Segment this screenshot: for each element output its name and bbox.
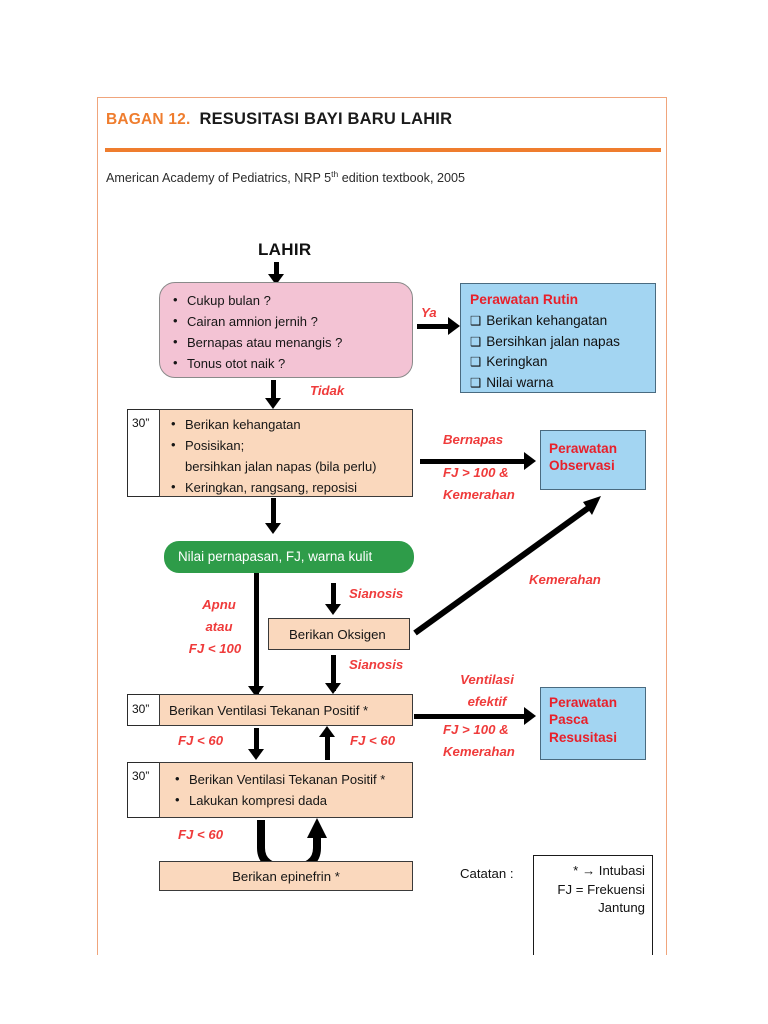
initial-steps-item: Keringkan, rangsang, reposisi	[170, 480, 412, 494]
initial-steps-item: bersihkan jalan napas (bila perlu)	[185, 459, 377, 474]
source-main: American Academy of Pediatrics, NRP 5	[106, 171, 332, 186]
epinephrine-label: Berikan epinefrin *	[232, 869, 340, 884]
observation-care-line: Perawatan	[549, 441, 618, 456]
annotation-hr-pink-c: FJ > 100 &	[443, 722, 509, 737]
evaluate-oval: Nilai pernapasan, FJ, warna kulit	[164, 541, 414, 573]
oxygen-label: Berikan Oksigen	[289, 627, 386, 642]
compression-time-cell: 30”	[127, 762, 160, 818]
arrowhead-apnea	[248, 686, 264, 697]
compression-item: Lakukan kompresi dada	[174, 793, 412, 807]
chart-number: BAGAN 12.	[106, 111, 191, 128]
arrow-compression-to-ppv-line	[325, 733, 330, 760]
annotation-effective-vent-2: efektif	[467, 694, 507, 709]
notes-box: * → Intubasi FJ = Frekuensi Jantung	[533, 855, 653, 955]
annotation-cyanosis-1: Sianosis	[349, 586, 404, 601]
source-citation: American Academy of Pediatrics, NRP 5th …	[106, 169, 465, 185]
annotation-apnea-2: atau	[205, 619, 233, 634]
chart-title: RESUSITASI BAYI BARU LAHIR	[199, 110, 453, 128]
ppv-box: Berikan Ventilasi Tekanan Positif *	[159, 694, 413, 726]
annotation-hr-under-60-right: FJ < 60	[350, 733, 396, 748]
arrow-no-line	[271, 380, 276, 405]
routine-care-box: Perawatan Rutin Berikan kehangatan Bersi…	[460, 283, 656, 393]
arrow-yes-line	[417, 324, 451, 329]
arrow-initial-to-evaluate	[271, 498, 276, 530]
arrowhead-cyanosis-2	[325, 683, 341, 694]
annotation-apnea-1: Apnu	[202, 597, 236, 612]
ppv-time-cell: 30”	[127, 694, 160, 726]
compression-box: Berikan Ventilasi Tekanan Positif * Laku…	[159, 762, 413, 818]
evaluate-label: Nilai pernapasan, FJ, warna kulit	[178, 549, 373, 564]
compression-item: Berikan Ventilasi Tekanan Positif *	[174, 772, 412, 786]
ppv-time: 30”	[132, 702, 150, 716]
arrowhead-cyanosis-1	[325, 604, 341, 615]
arrow-breathing-line	[420, 459, 526, 464]
ppv-label: Berikan Ventilasi Tekanan Positif *	[169, 703, 369, 718]
arrow-cyanosis-2-line	[331, 655, 336, 691]
arrowhead-evaluate	[265, 523, 281, 534]
arrowhead-no	[265, 398, 281, 409]
arrowhead-yes	[448, 317, 460, 335]
page-title: BAGAN 12. RESUSITASI BAYI BARU LAHIR	[106, 110, 452, 129]
start-label: LAHIR	[258, 240, 312, 259]
epinephrine-box: Berikan epinefrin *	[159, 861, 413, 891]
arrow-cyanosis-1-line	[331, 583, 336, 611]
annotation-cyanosis-2: Sianosis	[349, 657, 404, 672]
oxygen-box: Berikan Oksigen	[268, 618, 410, 650]
arrow-effective-vent-line	[414, 714, 526, 719]
notes-line: * → Intubasi	[573, 863, 645, 878]
post-resus-care-box: Perawatan Pasca Resusitasi	[540, 687, 646, 760]
routine-care-item: Bersihkan jalan napas	[470, 334, 655, 349]
notes-label: Catatan :	[460, 866, 514, 881]
arrowhead-to-compression	[248, 749, 264, 760]
annotation-pink-diagonal: Kemerahan	[529, 572, 601, 587]
arrowhead-compression-to-ppv	[319, 726, 335, 737]
assessment-item: Bernapas atau menangis ?	[172, 335, 412, 349]
initial-steps-item: Berikan kehangatan	[170, 417, 412, 431]
arrowhead-effective-vent	[524, 707, 536, 725]
arrowhead-lahir	[268, 274, 284, 285]
annotation-no: Tidak	[310, 383, 345, 398]
annotation-yes: Ya	[421, 305, 437, 320]
notes-line: Jantung	[598, 900, 645, 916]
initial-steps-box: Berikan kehangatan Posisikan; bersihkan …	[159, 409, 413, 497]
routine-care-item: Berikan kehangatan	[470, 314, 655, 328]
arrow-lahir-to-assessment	[274, 262, 279, 277]
title-rule	[105, 148, 661, 152]
assessment-item: Cairan amnion jernih ?	[172, 314, 412, 328]
assessment-item: Tonus otot naik ?	[172, 356, 412, 370]
annotation-hr-pink-a: FJ > 100 &	[443, 465, 509, 480]
annotation-apnea-3: FJ < 100	[188, 641, 242, 656]
initial-steps-time-cell: 30”	[127, 409, 160, 497]
arrow-apnea-line	[254, 573, 259, 697]
observation-care-line: Observasi	[549, 458, 615, 474]
observation-care-box: Perawatan Observasi	[540, 430, 646, 490]
post-resus-line: Resusitasi	[549, 729, 618, 745]
source-tail: edition textbook, 2005	[338, 171, 465, 186]
post-resus-line: Pasca	[549, 712, 589, 728]
annotation-effective-vent-1: Ventilasi	[460, 672, 514, 687]
arrow-to-compression-line	[254, 728, 259, 756]
annotation-hr-under-60-bottom: FJ < 60	[178, 827, 224, 842]
assessment-box: Cukup bulan ? Cairan amnion jernih ? Ber…	[159, 282, 413, 378]
annotation-hr-pink-b: Kemerahan	[443, 487, 515, 502]
initial-steps-time: 30”	[132, 416, 150, 430]
arrow-pink-diagonal	[413, 496, 601, 636]
post-resus-line: Perawatan	[549, 695, 618, 710]
arrowhead-breathing	[524, 452, 536, 470]
annotation-hr-under-60-left: FJ < 60	[178, 733, 224, 748]
annotation-hr-pink-d: Kemerahan	[443, 744, 515, 759]
routine-care-heading: Perawatan Rutin	[470, 292, 579, 307]
routine-care-item: Nilai warna	[470, 376, 655, 390]
assessment-item: Cukup bulan ?	[172, 293, 412, 307]
source-superscript: th	[331, 169, 339, 179]
notes-line: FJ = Frekuensi	[557, 881, 645, 897]
compression-time: 30”	[132, 769, 150, 783]
routine-care-item: Keringkan	[470, 355, 655, 369]
annotation-breathing: Bernapas	[443, 432, 504, 447]
initial-steps-item: Posisikan;	[170, 438, 412, 452]
